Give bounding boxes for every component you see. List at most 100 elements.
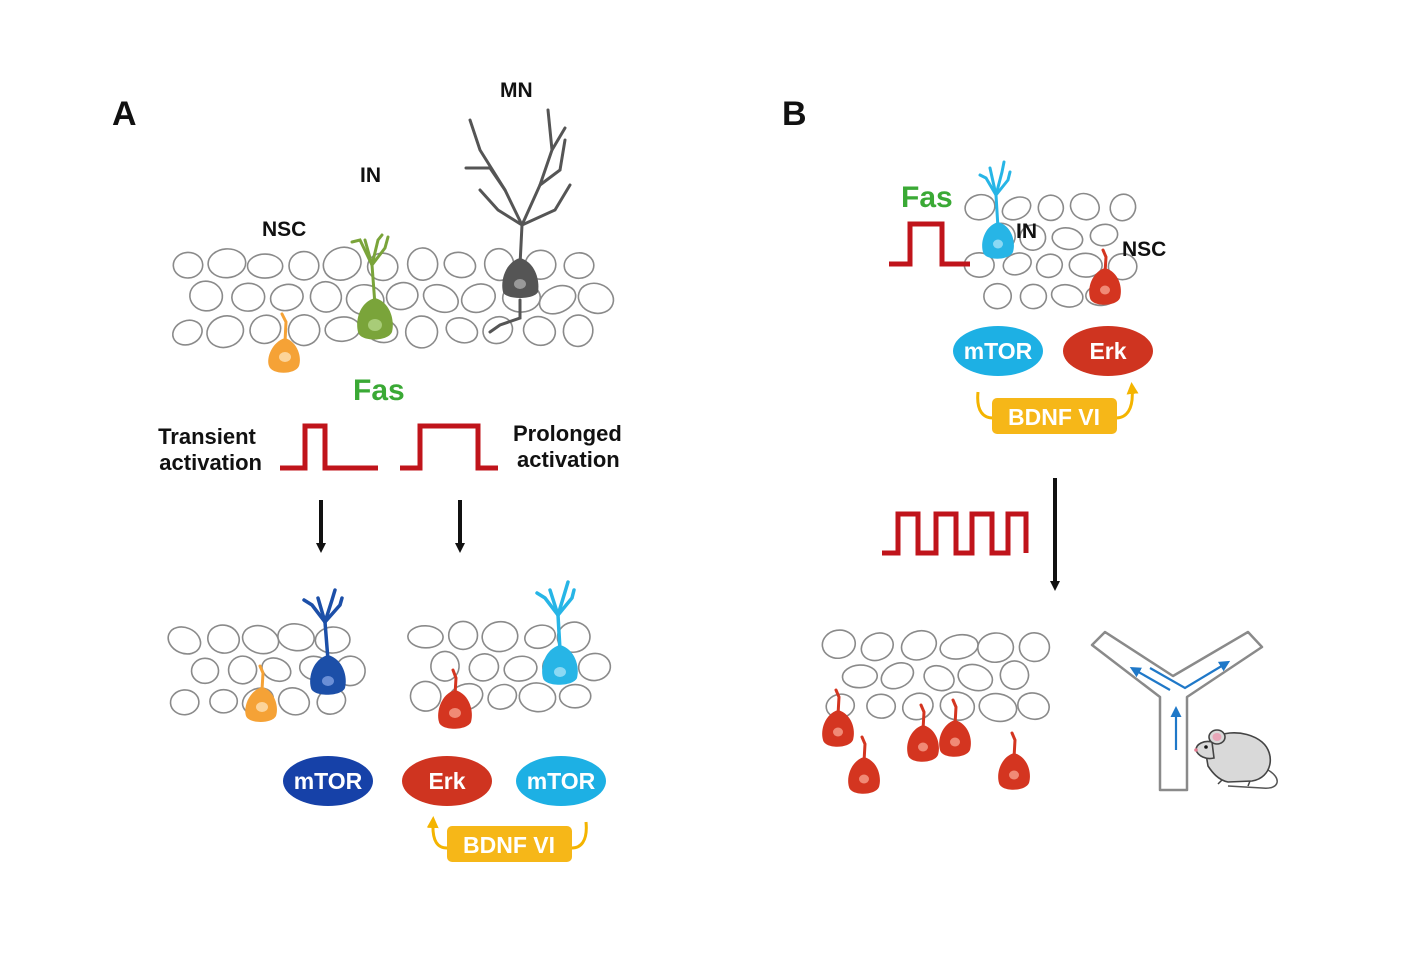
transient-pulse	[280, 423, 378, 471]
tissue-cell	[443, 251, 477, 279]
nsc-red-1	[822, 688, 854, 747]
interneuron-dark-blue	[302, 588, 346, 695]
tissue-cell	[482, 315, 514, 345]
tissue-cell	[841, 664, 879, 689]
transient-activation-label: Transient activation	[158, 424, 262, 475]
in-label-b: IN	[1016, 220, 1037, 243]
tissue-cell	[1069, 192, 1100, 221]
tissue-cell	[406, 247, 439, 281]
tissue-cell	[939, 633, 979, 660]
tissue-cell	[880, 662, 915, 690]
tissue-cell	[524, 624, 557, 650]
erk-pill-a: Erk	[402, 756, 492, 806]
tissue-cell	[977, 632, 1015, 664]
tissue-cell	[1002, 252, 1032, 276]
tissue-cell	[487, 683, 518, 710]
maze-arrow-right	[1149, 660, 1231, 690]
tissue-cell	[1068, 252, 1103, 278]
bdnf-box-a-text: BDNF VI	[463, 832, 555, 858]
tissue-cell	[1035, 253, 1064, 279]
interneuron-green	[350, 233, 393, 340]
nsc-red-3	[907, 703, 939, 762]
erk-pill-b: Erk	[1063, 326, 1153, 376]
nsc-label-b: NSC	[1122, 238, 1166, 261]
tissue-cell	[563, 252, 595, 280]
tissue-cell	[422, 283, 459, 314]
tissue-cell	[407, 625, 444, 649]
bdnf-box-b: BDNF VI	[992, 398, 1117, 434]
tissue-cell	[309, 280, 343, 313]
mtor-pill-b: mTOR	[953, 326, 1043, 376]
fas-label-b: Fas	[901, 181, 953, 214]
tissue-cell	[261, 657, 292, 683]
neural-stem-cell-orange	[268, 312, 300, 373]
tissue-cell	[277, 623, 315, 652]
pulse-train-b	[882, 511, 1029, 556]
panel-a-bottom-right-tissue	[407, 620, 612, 713]
tissue-cell	[1050, 283, 1084, 308]
panel-a-top-tissue	[172, 246, 615, 349]
erk-pill-a-text: Erk	[428, 768, 465, 794]
tissue-cell	[821, 629, 857, 660]
nsc-label: NSC	[262, 218, 306, 241]
tissue-cell	[901, 692, 934, 721]
mtor-pill-dark: mTOR	[283, 756, 373, 806]
tissue-cell	[241, 624, 280, 655]
tissue-cell	[404, 315, 439, 349]
tissue-cell	[207, 624, 241, 654]
bdnf-box-b-text: BDNF VI	[1008, 404, 1100, 430]
tissue-cell	[860, 632, 894, 662]
tissue-cell	[167, 626, 202, 655]
tissue-cell	[503, 655, 538, 682]
tissue-cell	[522, 315, 557, 347]
tissue-cell	[231, 282, 266, 312]
interneuron-light-blue	[535, 580, 578, 685]
tissue-cell	[460, 283, 497, 314]
panel-a-bottom-left-tissue	[167, 623, 366, 716]
tissue-cell	[288, 250, 320, 281]
tissue-cell	[385, 281, 419, 311]
tissue-cell	[900, 629, 938, 661]
pulse-b-single	[889, 221, 970, 267]
panel-a-letter: A	[112, 95, 137, 133]
tissue-cell	[190, 657, 220, 685]
tissue-cell	[538, 284, 577, 315]
motor-neuron	[464, 108, 572, 334]
erk-pill-b-text: Erk	[1089, 338, 1126, 364]
tissue-cell	[1018, 632, 1051, 663]
tissue-cell	[562, 314, 594, 348]
mtor-pill-dark-text: mTOR	[294, 768, 363, 794]
tissue-cell	[866, 693, 897, 719]
mtor-pill-light-a-text: mTOR	[527, 768, 596, 794]
tissue-cell	[430, 650, 460, 682]
tissue-cell	[939, 691, 976, 721]
nsc-red-5	[998, 731, 1030, 790]
tissue-cell	[468, 653, 500, 682]
tissue-cell	[322, 246, 362, 281]
interneuron-light-blue-b	[978, 160, 1014, 259]
mtor-pill-light-a: mTOR	[516, 756, 606, 806]
tissue-cell	[923, 664, 955, 692]
tissue-cell	[978, 692, 1018, 723]
tissue-cell	[964, 193, 996, 221]
tissue-cell	[1051, 227, 1084, 251]
panel-b-bottom-tissue	[821, 629, 1051, 723]
transient-line2: activation	[159, 450, 262, 475]
tissue-cell	[172, 251, 204, 279]
tissue-cell	[189, 280, 224, 312]
tissue-cell	[227, 655, 258, 685]
tissue-cell	[324, 316, 361, 343]
nsc-orange-bottom	[245, 664, 277, 722]
tissue-cell	[1109, 193, 1137, 222]
tissue-cell	[1001, 196, 1032, 221]
tissue-cell	[172, 319, 203, 346]
tissue-cell	[269, 283, 304, 312]
tissue-cell	[1089, 223, 1119, 247]
tissue-cell	[287, 314, 321, 347]
mouse-icon	[1194, 729, 1278, 789]
tissue-cell	[207, 248, 247, 279]
panel-b-letter: B	[782, 95, 807, 133]
nsc-red-4	[939, 698, 971, 757]
tissue-cell	[249, 314, 282, 345]
